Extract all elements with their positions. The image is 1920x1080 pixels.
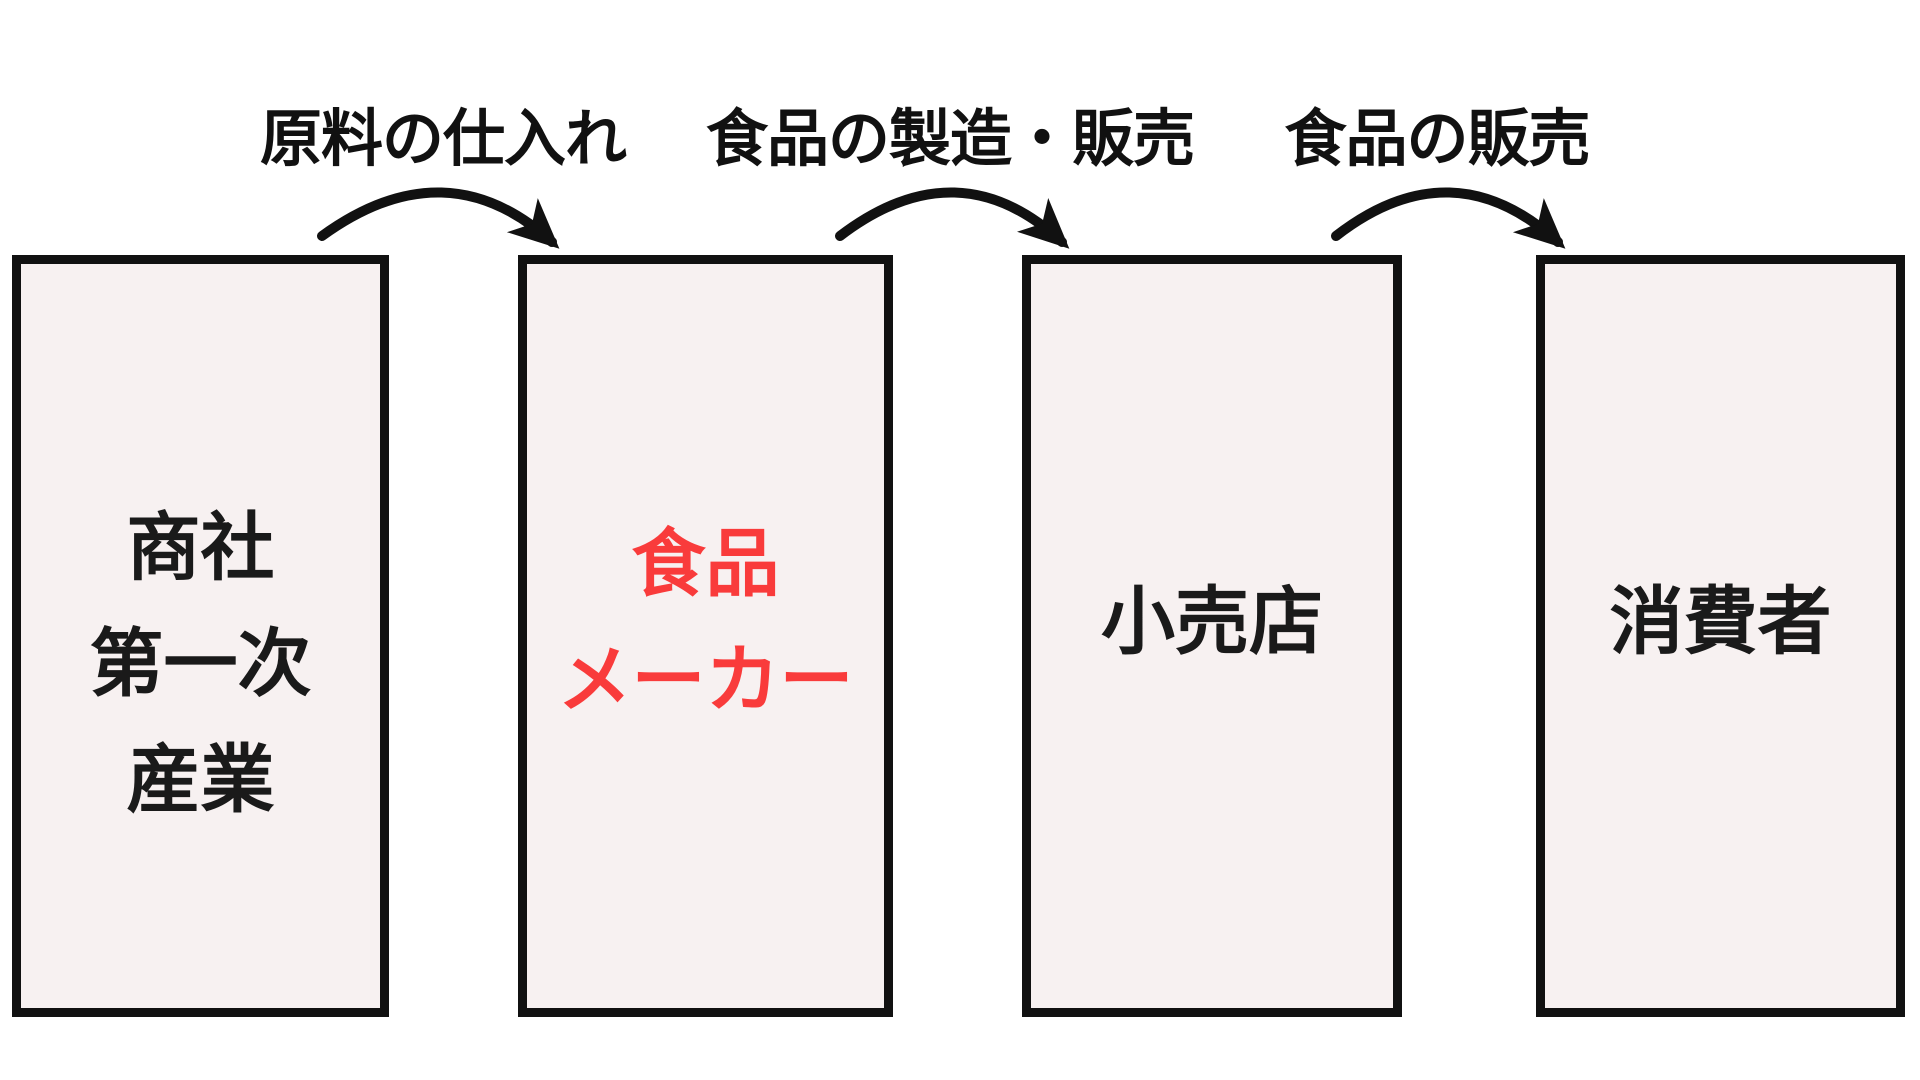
flow-label-food-sales: 食品の販売 — [1284, 105, 1590, 174]
curved-arrow-1 — [317, 187, 560, 249]
flow-label-raw-material-procurement: 原料の仕入れ — [259, 105, 627, 174]
node-label-line: 商社 — [126, 506, 275, 589]
node-label-line: 第一次 — [89, 622, 312, 705]
node-food-maker: 食品 メーカー — [518, 255, 893, 1017]
node-label: 商社 第一次 産業 — [90, 490, 312, 838]
curved-arrow-3 — [1331, 187, 1566, 249]
node-label: 小売店 — [1101, 564, 1323, 680]
node-label-line: 小売店 — [1101, 580, 1323, 663]
node-retail-store: 小売店 — [1022, 255, 1402, 1017]
node-label-line: 産業 — [126, 738, 275, 821]
node-label-line: 食品 — [631, 522, 780, 605]
node-trading-company-primary-industry: 商社 第一次 産業 — [12, 255, 389, 1017]
node-label-line: メーカー — [557, 638, 854, 721]
node-label: 消費者 — [1610, 564, 1832, 680]
curved-arrow-2 — [835, 187, 1070, 249]
node-label: 食品 メーカー — [558, 506, 854, 738]
flow-label-food-manufacture-sales: 食品の製造・販売 — [705, 105, 1195, 174]
node-consumer: 消費者 — [1536, 255, 1905, 1017]
node-label-line: 消費者 — [1609, 580, 1832, 663]
